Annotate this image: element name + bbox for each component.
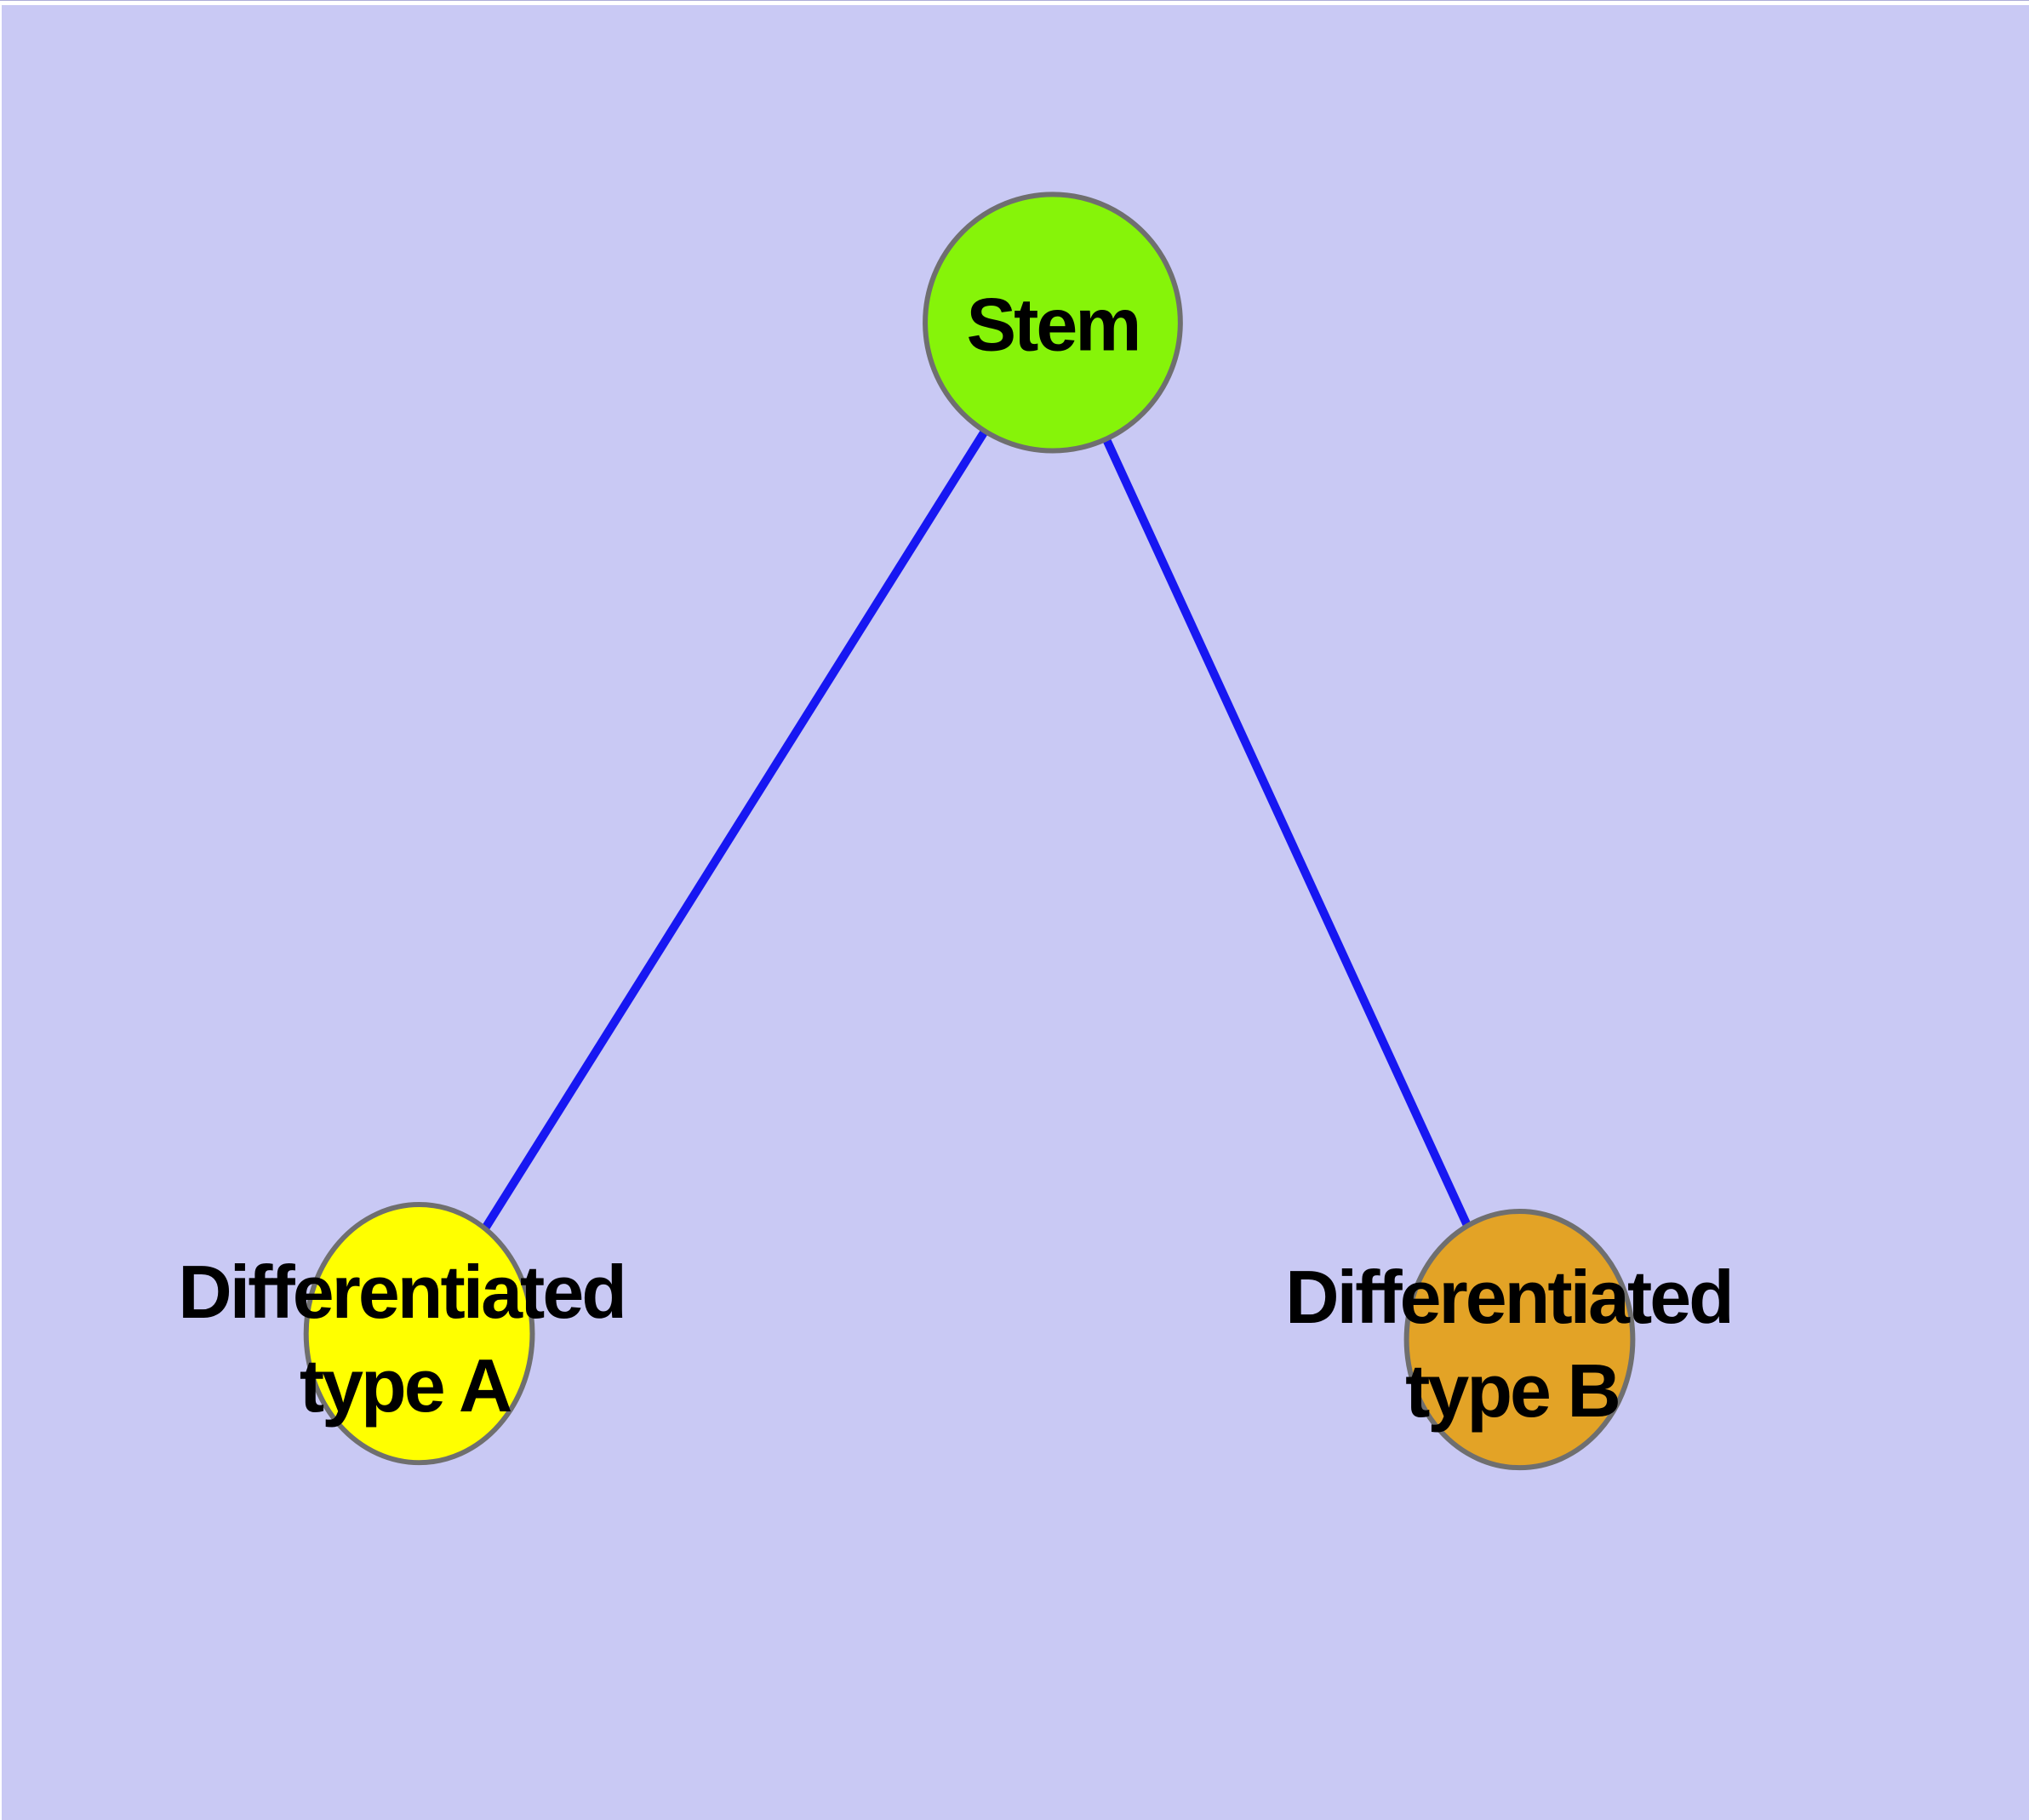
- node-type-a-label-line1: Differentiated: [178, 1250, 625, 1334]
- edge-stem-to-type-b: [1049, 320, 1524, 1342]
- node-stem: [923, 192, 1183, 454]
- node-differentiated-type-b: [1403, 1209, 1636, 1471]
- node-type-b-label-line1: Differentiated: [1285, 1255, 1732, 1339]
- top-border-line: [0, 0, 2029, 1]
- node-stem-label: Stem: [966, 282, 1139, 366]
- node-type-b-label-line2: type B: [1405, 1348, 1619, 1433]
- diagram-area: Stem Differentiated type A Differentiate…: [2, 5, 2029, 1820]
- node-differentiated-type-a: [303, 1202, 535, 1466]
- diagram-canvas: Stem Differentiated type A Differentiate…: [2, 5, 2029, 1820]
- edge-stem-to-type-a: [415, 320, 1057, 1336]
- node-type-a-label-line2: type A: [300, 1343, 512, 1428]
